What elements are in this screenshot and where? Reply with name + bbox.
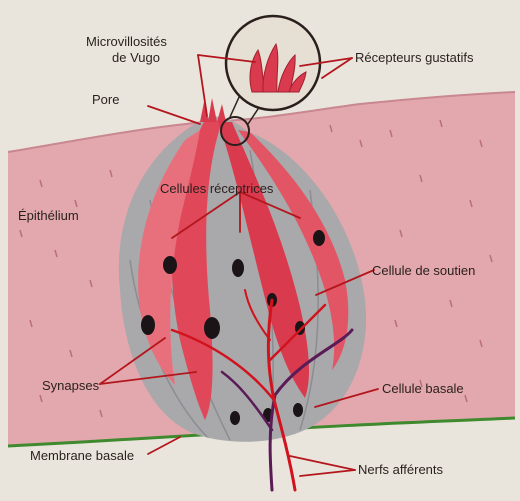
label-nerfs-afferents: Nerfs afférents: [358, 462, 444, 477]
label-microvillosites-line1: Microvillosités: [86, 34, 167, 49]
label-microvillosites-line2: de Vugo: [112, 50, 160, 65]
label-pore: Pore: [92, 92, 119, 107]
label-cellules-receptrices: Cellules réceptrices: [160, 181, 274, 196]
label-membrane-basale: Membrane basale: [30, 448, 134, 463]
label-epithelium: Épithélium: [18, 208, 79, 223]
label-cellule-de-soutien: Cellule de soutien: [372, 263, 475, 278]
label-recepteurs-gustatifs: Récepteurs gustatifs: [355, 50, 474, 65]
magnifier-connector: [230, 95, 240, 117]
label-cellule-basale: Cellule basale: [382, 381, 464, 396]
label-synapses: Synapses: [42, 378, 100, 393]
microvilli: [200, 98, 226, 122]
